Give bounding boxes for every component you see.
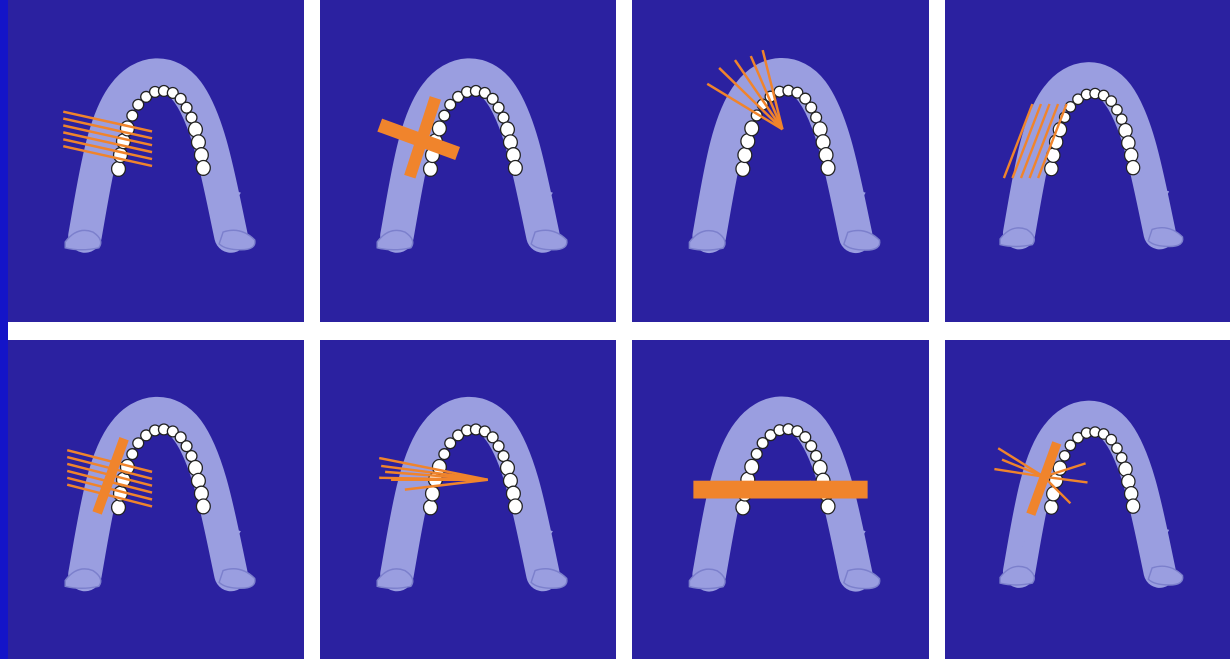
mandible [377, 75, 567, 250]
panel-5 [8, 340, 304, 659]
mandible-with-horizontal-bar-icon [632, 340, 929, 659]
mandible [377, 414, 567, 589]
mandible-with-bar-and-rays-icon [8, 340, 304, 659]
mandible-with-crossed-beams-icon [320, 0, 616, 322]
mandible-with-oblique-beams-icon [945, 0, 1230, 322]
mandible-with-converging-beams-icon [320, 340, 616, 659]
diagram-grid [8, 0, 1230, 659]
mandible-with-fanned-beams-icon [632, 0, 929, 322]
mandible-with-starburst-beams-icon [945, 340, 1230, 659]
panel-1 [8, 0, 304, 322]
panel-4 [945, 0, 1230, 322]
mandible-with-parallel-beams-icon [8, 0, 304, 322]
panel-6 [320, 340, 616, 659]
mandible [689, 413, 879, 588]
panel-7 [632, 340, 929, 659]
panel-2 [320, 0, 616, 322]
panel-8 [945, 340, 1230, 659]
panel-3 [632, 0, 929, 322]
mandible [65, 75, 255, 250]
beam-bar [693, 481, 867, 499]
beam-pattern [693, 481, 867, 499]
mandible [689, 75, 879, 250]
mandible [1000, 417, 1183, 585]
mandible [65, 414, 255, 589]
